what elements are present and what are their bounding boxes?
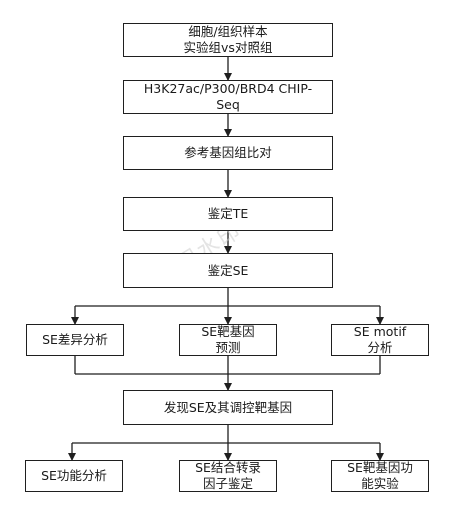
node-sample[interactable]: 细胞/组织样本 实验组vs对照组 bbox=[123, 23, 333, 57]
node-identify-se-line1: 鉴定SE bbox=[207, 262, 249, 278]
node-se-target-exp-line2: 能实验 bbox=[361, 476, 399, 491]
node-se-motif[interactable]: SE motif 分析 bbox=[331, 324, 429, 356]
node-discover-se-line1: 发现SE及其调控靶基因 bbox=[163, 399, 293, 415]
node-se-target-exp[interactable]: SE靶基因功 能实验 bbox=[331, 460, 429, 492]
node-sample-line2: 实验组vs对照组 bbox=[183, 40, 273, 55]
node-chip-seq[interactable]: H3K27ac/P300/BRD4 CHIP- Seq bbox=[123, 80, 333, 114]
node-se-tf[interactable]: SE结合转录 因子鉴定 bbox=[179, 460, 277, 492]
node-chip-seq-line2: Seq bbox=[216, 97, 240, 112]
node-se-motif-line2: 分析 bbox=[367, 340, 393, 355]
node-se-function-line1: SE功能分析 bbox=[41, 468, 107, 483]
node-genome-align[interactable]: 参考基因组比对 bbox=[123, 136, 333, 170]
node-se-target-exp-line1: SE靶基因功 bbox=[347, 460, 413, 475]
node-se-tf-line2: 因子鉴定 bbox=[202, 476, 253, 491]
node-identify-te-line1: 鉴定TE bbox=[207, 206, 249, 221]
node-genome-align-line1: 参考基因组比对 bbox=[184, 145, 272, 160]
node-se-tf-line1: SE结合转录 bbox=[195, 460, 261, 475]
node-se-target-pred-line2: 预测 bbox=[215, 340, 241, 355]
node-discover-se[interactable]: 发现SE及其调控靶基因 bbox=[123, 390, 333, 425]
node-se-target-pred[interactable]: SE靶基因 预测 bbox=[179, 324, 277, 356]
node-se-function[interactable]: SE功能分析 bbox=[25, 460, 123, 492]
node-se-target-pred-line1: SE靶基因 bbox=[201, 324, 255, 339]
node-identify-se[interactable]: 鉴定SE bbox=[123, 253, 333, 288]
node-se-diff-line1: SE差异分析 bbox=[42, 332, 108, 347]
node-se-motif-line1: SE motif bbox=[353, 324, 407, 339]
node-chip-seq-line1: H3K27ac/P300/BRD4 CHIP- bbox=[143, 81, 313, 96]
node-identify-te[interactable]: 鉴定TE bbox=[123, 197, 333, 231]
node-sample-line1: 细胞/组织样本 bbox=[188, 24, 268, 39]
node-se-diff[interactable]: SE差异分析 bbox=[26, 324, 124, 356]
